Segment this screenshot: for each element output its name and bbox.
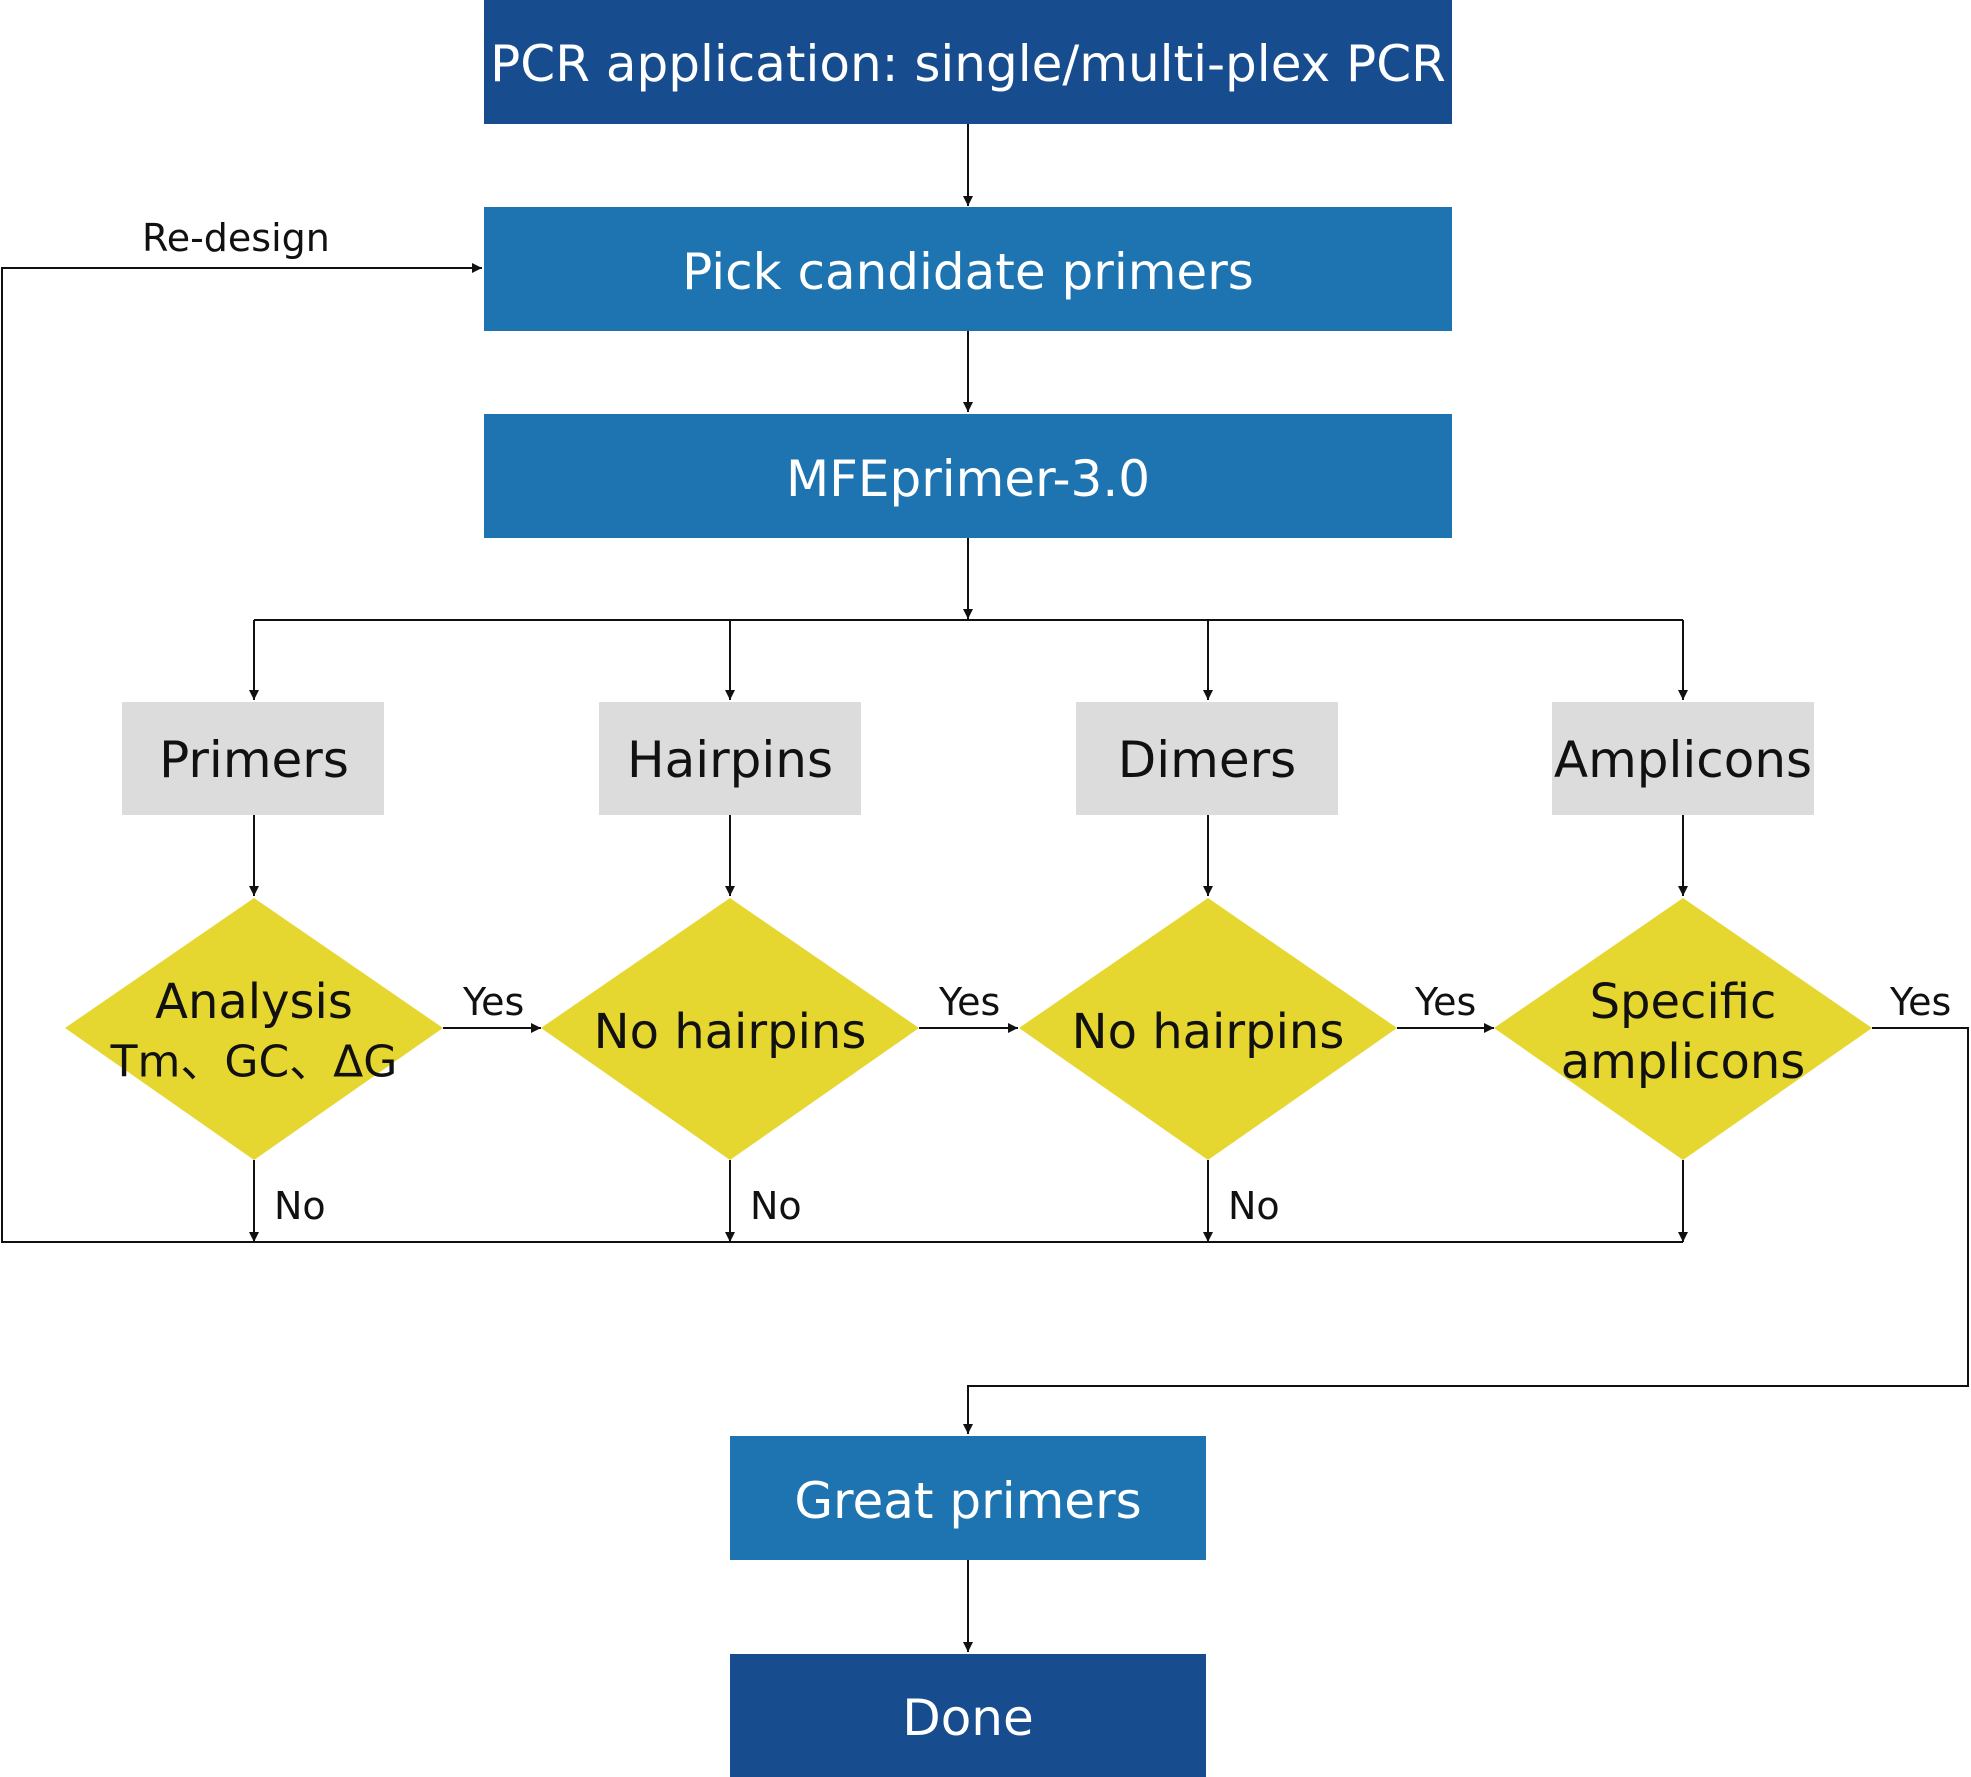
label-yes-2: Yes xyxy=(938,980,1000,1024)
node-tool-label: MFEprimer-3.0 xyxy=(786,450,1150,508)
connectors xyxy=(1,124,1969,1652)
label-yes-4: Yes xyxy=(1889,980,1951,1024)
edge-labels: Re-design Yes Yes Yes Yes No No No xyxy=(142,216,1951,1228)
label-no-3: No xyxy=(1228,1184,1280,1228)
node-primers: Primers xyxy=(122,702,384,815)
decision-hairpins: No hairpins xyxy=(541,898,919,1160)
node-primers-label: Primers xyxy=(159,731,349,789)
decision-hairpins-label: No hairpins xyxy=(594,1004,867,1060)
node-amplicons-label: Amplicons xyxy=(1554,731,1812,789)
node-hairpins: Hairpins xyxy=(599,702,861,815)
decision-primers: Analysis Tm、GC、ΔG xyxy=(65,898,443,1160)
decision-amplicons-line1: Specific xyxy=(1590,974,1777,1030)
node-great-label: Great primers xyxy=(794,1472,1141,1530)
node-hairpins-label: Hairpins xyxy=(627,731,833,789)
node-start: PCR application: single/multi-plex PCR xyxy=(484,0,1452,124)
decision-amplicons-line2: amplicons xyxy=(1561,1034,1806,1090)
decision-primers-line2: Tm、GC、ΔG xyxy=(110,1037,398,1088)
node-dimers-label: Dimers xyxy=(1118,731,1296,789)
redesign-loop xyxy=(1,263,1683,1243)
node-amplicons: Amplicons xyxy=(1552,702,1814,815)
arrow-yes-final xyxy=(963,1027,1969,1434)
node-done: Done xyxy=(730,1654,1206,1777)
node-pick: Pick candidate primers xyxy=(484,207,1452,331)
decision-dimers: No hairpins xyxy=(1019,898,1397,1160)
label-no-2: No xyxy=(750,1184,802,1228)
node-dimers: Dimers xyxy=(1076,702,1338,815)
label-no-1: No xyxy=(274,1184,326,1228)
node-start-label: PCR application: single/multi-plex PCR xyxy=(490,35,1446,93)
label-redesign: Re-design xyxy=(142,216,330,260)
decision-amplicons: Specific amplicons xyxy=(1494,898,1872,1160)
decision-dimers-label: No hairpins xyxy=(1072,1004,1345,1060)
node-done-label: Done xyxy=(902,1689,1034,1747)
node-tool: MFEprimer-3.0 xyxy=(484,414,1452,538)
node-pick-label: Pick candidate primers xyxy=(682,243,1254,301)
decision-primers-line1: Analysis xyxy=(155,974,353,1030)
label-yes-3: Yes xyxy=(1414,980,1476,1024)
label-yes-1: Yes xyxy=(462,980,524,1024)
node-great: Great primers xyxy=(730,1436,1206,1560)
